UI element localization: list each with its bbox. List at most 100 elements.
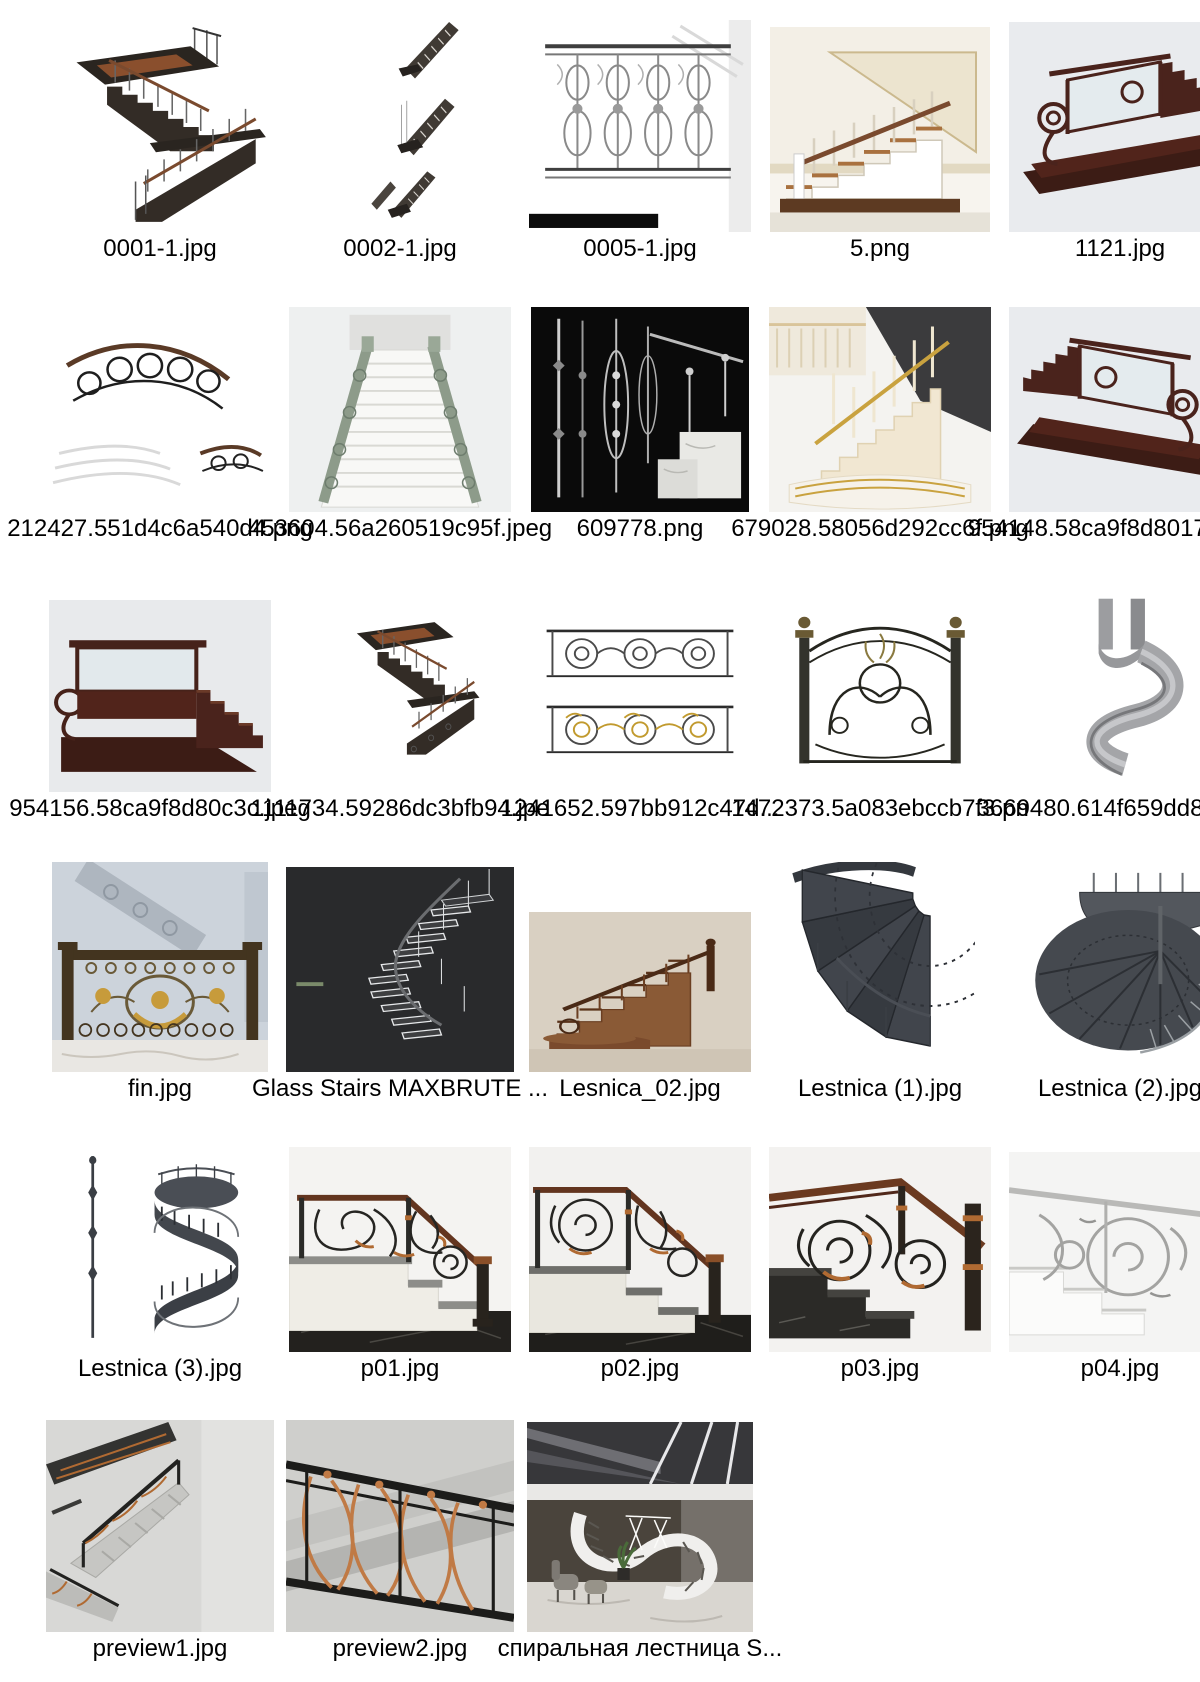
file-item[interactable]: 0002-1.jpg (280, 18, 520, 266)
file-item[interactable]: 954148.58ca9f8d80176.jpeg (968, 298, 1200, 546)
file-thumbnail[interactable] (289, 307, 511, 512)
copper-panel-stair-image (46, 1420, 274, 1632)
file-thumbnail[interactable] (49, 600, 271, 792)
file-thumbnail[interactable] (1009, 1152, 1200, 1352)
file-item[interactable]: Lestnica (3).jpg (40, 1138, 280, 1386)
file-thumbnail[interactable] (527, 1422, 753, 1632)
file-thumbnail[interactable] (1009, 307, 1200, 512)
silver-scroll-railing-image (1009, 1152, 1200, 1352)
file-item[interactable]: p03.jpg (760, 1138, 1000, 1386)
file-item[interactable]: 212427.551d4c6a540d4.png (7, 298, 313, 546)
file-name-label: 212427.551d4c6a540d4.png (7, 515, 313, 542)
file-name-label: 0005-1.jpg (583, 235, 697, 262)
file-name-label: p01.jpg (360, 1355, 440, 1382)
file-name-label: 954156.58ca9f8d80c3c.jpeg (9, 795, 311, 822)
file-item[interactable]: Lestnica (2).jpg (1000, 858, 1200, 1106)
file-name-label: Lestnica (1).jpg (797, 1075, 963, 1102)
file-thumbnail[interactable] (286, 867, 514, 1072)
file-thumbnail[interactable] (1022, 587, 1200, 792)
file-thumbnail[interactable] (325, 20, 475, 232)
file-name-label: 5.png (849, 235, 911, 262)
file-item[interactable]: 453604.56a260519c95f.jpeg (248, 298, 552, 546)
dark-wood-glass-stair-image (1009, 307, 1200, 512)
file-item[interactable]: Glass Stairs MAXBRUTE ... (252, 858, 548, 1106)
file-item[interactable]: fin.jpg (40, 858, 280, 1106)
file-item[interactable]: Lesnica_02.jpg (520, 858, 760, 1106)
file-thumbnail[interactable] (289, 1147, 511, 1352)
file-thumbnail[interactable] (49, 307, 271, 512)
interior-spiral-stair-image (527, 1422, 753, 1632)
file-thumbnail[interactable] (48, 20, 272, 232)
file-name-label: p04.jpg (1080, 1355, 1160, 1382)
file-item[interactable]: Lestnica (1).jpg (760, 858, 1000, 1106)
file-thumbnail[interactable] (529, 1147, 751, 1352)
file-name-label: 1121.jpg (1074, 235, 1166, 262)
dark-spiral-stair-fan-image (792, 862, 975, 1047)
bronze-balcony-railing-image (52, 862, 268, 1072)
file-name-label: 609778.png (576, 515, 704, 542)
file-thumbnail[interactable] (770, 27, 990, 232)
lace-spiral-stair-image (88, 1156, 240, 1338)
file-name-label: 1241652.597bb912c47d... (500, 795, 780, 822)
wrought-iron-gate-image (795, 616, 965, 764)
glass-stair-dark-image (286, 867, 514, 1072)
file-thumbnail[interactable] (1009, 22, 1200, 232)
file-thumbnail[interactable] (286, 1420, 514, 1632)
file-item[interactable]: 1472373.5a083ebccb7f3.pn (731, 578, 1029, 826)
file-item[interactable]: 5.png (760, 18, 1000, 266)
marble-stair-green-rails-image (289, 307, 511, 512)
scroll-railing-closeup-image (769, 1147, 991, 1352)
file-name-label: спиральная лестница S... (497, 1635, 783, 1662)
file-item[interactable]: 0005-1.jpg (520, 18, 760, 266)
file-item[interactable]: 1111734.59286dc3bfb94.jpe (251, 578, 549, 826)
classic-white-stair-image (770, 27, 990, 232)
file-thumbnail[interactable] (46, 1420, 274, 1632)
file-thumbnail[interactable] (1009, 867, 1200, 1072)
file-item[interactable]: 1121.jpg (1000, 18, 1200, 266)
file-item[interactable]: 1241652.597bb912c47d... (501, 578, 779, 826)
file-item[interactable]: p02.jpg (520, 1138, 760, 1386)
file-thumbnail[interactable] (769, 1147, 991, 1352)
switchback-iron-stair-image (356, 622, 480, 755)
file-name-label: 679028.58056d292cc6f.png (731, 515, 1029, 542)
file-name-label: 453604.56a260519c95f.jpeg (247, 515, 553, 542)
ornate-railing-line-art-image (529, 20, 751, 232)
file-item[interactable]: 3669480.614f659dd8606... (977, 578, 1200, 826)
file-thumbnail[interactable] (785, 862, 975, 1072)
file-name-label: Lestnica (3).jpg (77, 1355, 243, 1382)
file-name-label: Lestnica (2).jpg (1037, 1075, 1200, 1102)
file-item[interactable]: preview1.jpg (40, 1418, 280, 1666)
file-thumbnail[interactable] (531, 307, 749, 512)
file-thumbnail[interactable] (769, 307, 991, 512)
curved-wrought-iron-stair-image (52, 343, 264, 487)
file-name-label: preview2.jpg (332, 1635, 468, 1662)
file-thumbnail[interactable] (769, 592, 991, 792)
file-name-label: 0002-1.jpg (343, 235, 457, 262)
balcony-railing-strips-image (546, 629, 734, 754)
file-name-label: p03.jpg (840, 1355, 920, 1382)
file-item[interactable]: 954156.58ca9f8d80c3c.jpeg (9, 578, 311, 826)
file-thumbnail[interactable] (60, 1140, 260, 1352)
dark-spiral-stair-top-view-image (1035, 872, 1200, 1054)
file-thumbnail[interactable] (529, 912, 751, 1072)
dark-wood-glass-stair-image (1009, 22, 1200, 232)
file-item[interactable]: 609778.png (520, 298, 760, 546)
file-thumbnail[interactable] (529, 20, 751, 232)
dark-wood-glass-stair-side-image (49, 600, 271, 792)
file-item[interactable]: 0001-1.jpg (40, 18, 280, 266)
file-thumbnail[interactable] (52, 862, 268, 1072)
file-item[interactable]: 679028.58056d292cc6f.png (731, 298, 1029, 546)
file-name-label: p02.jpg (600, 1355, 680, 1382)
file-item[interactable]: preview2.jpg (280, 1418, 520, 1666)
file-thumbnail[interactable] (533, 602, 747, 792)
metal-balusters-black-image (531, 307, 749, 512)
switchback-iron-stair-image (76, 27, 266, 222)
file-name-label: 0001-1.jpg (103, 235, 217, 262)
file-item[interactable]: p01.jpg (280, 1138, 520, 1386)
scroll-railing-stair-image (289, 1147, 511, 1352)
file-name-label: 3669480.614f659dd8606... (976, 795, 1200, 822)
file-item[interactable]: p04.jpg (1000, 1138, 1200, 1386)
scroll-railing-stair-image (529, 1147, 751, 1352)
file-item[interactable]: спиральная лестница S... (498, 1418, 782, 1666)
file-thumbnail[interactable] (305, 596, 495, 792)
